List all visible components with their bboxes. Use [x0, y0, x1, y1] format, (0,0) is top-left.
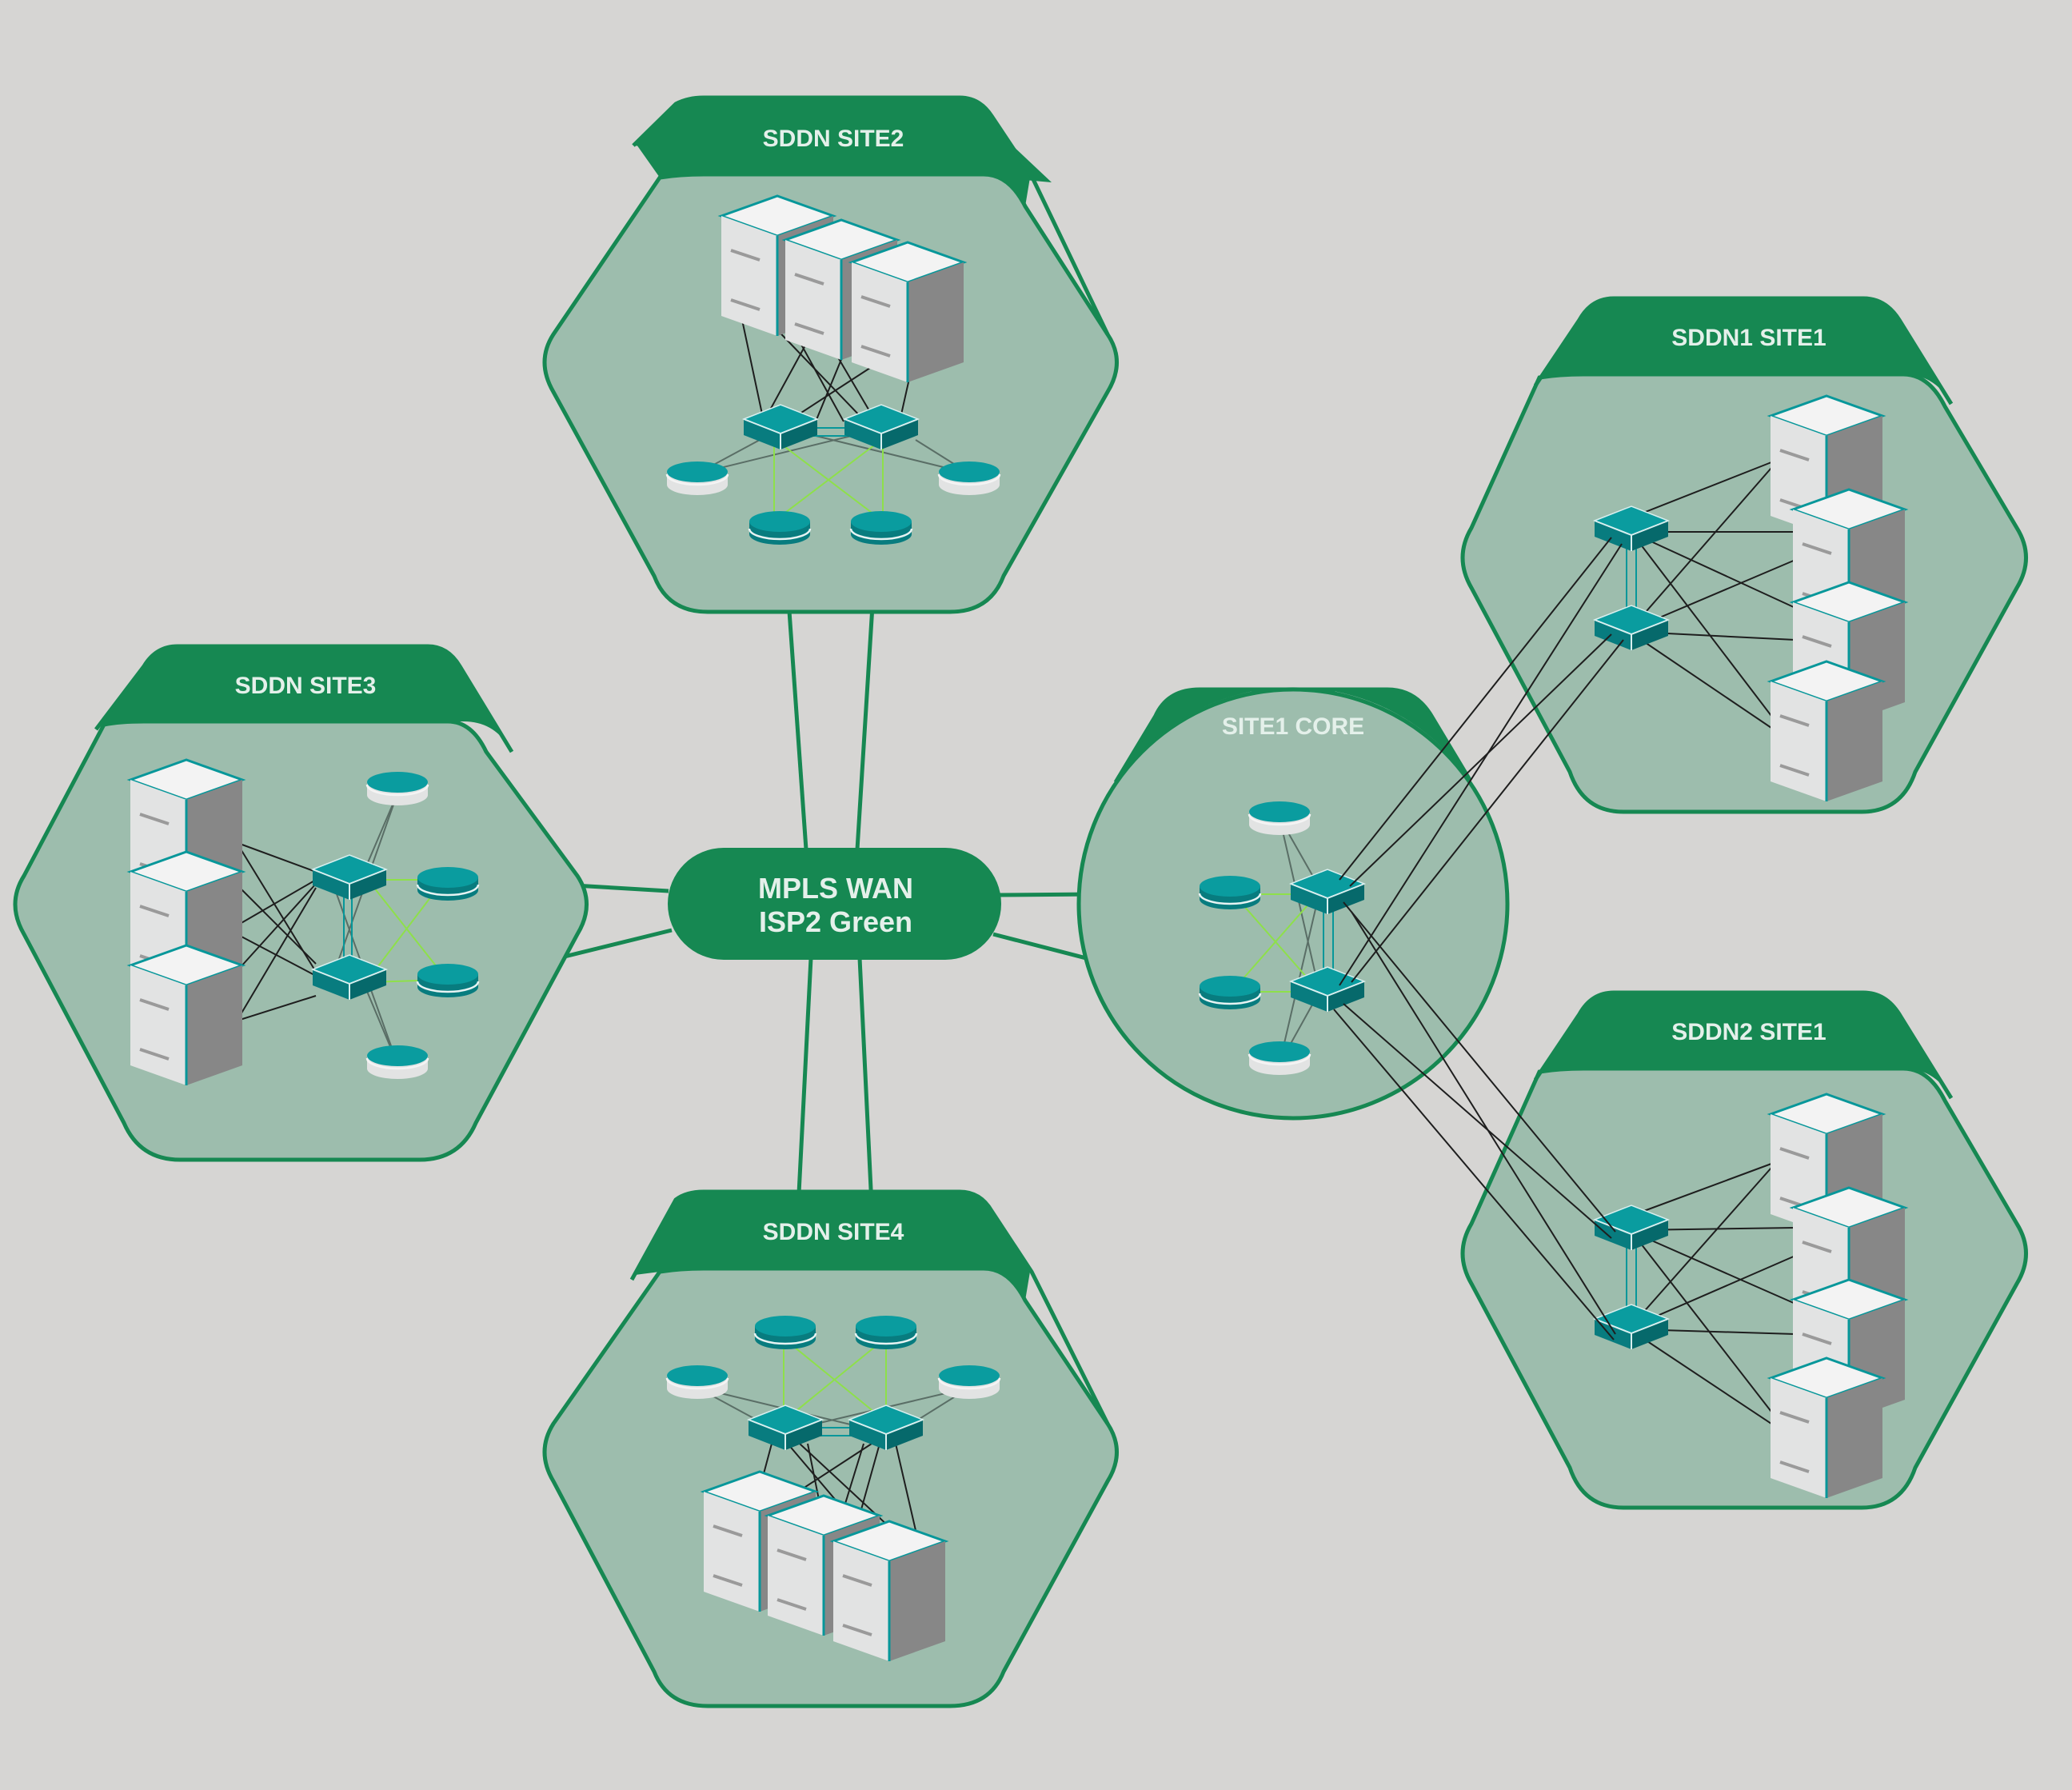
- site-site1-core: SITE1 CORE: [1076, 687, 1510, 1121]
- router-icon: [665, 460, 729, 497]
- server-icon: [1769, 660, 1884, 803]
- site-title: SITE1 CORE: [1222, 713, 1364, 740]
- router-icon: [1248, 1040, 1311, 1077]
- site-boundary: [542, 1266, 1119, 1708]
- hub-pill: [668, 848, 1001, 960]
- site-title: SDDN1 SITE1: [1671, 325, 1826, 351]
- site-sddn-site2: SDDN SITE2: [542, 95, 1119, 614]
- site-boundary: [1460, 372, 2028, 814]
- site-sddn-site4: SDDN SITE4: [542, 1189, 1119, 1708]
- router-icon: [753, 1314, 817, 1351]
- router-icon: [665, 1364, 729, 1400]
- router-icon: [1248, 800, 1311, 837]
- router-icon: [416, 962, 480, 999]
- site-title: SDDN SITE3: [235, 673, 377, 699]
- site-header-outline: [1113, 687, 1472, 784]
- hub-line2: ISP2 Green: [759, 905, 912, 938]
- router-icon: [365, 770, 429, 807]
- router-icon: [937, 460, 1001, 497]
- router-icon: [365, 1044, 429, 1081]
- core-uplinks: [1333, 537, 1624, 1341]
- site-header-outline: [1533, 990, 1954, 1100]
- server-icon: [129, 944, 244, 1087]
- site-boundary: [13, 719, 589, 1162]
- site-header-outline: [94, 644, 514, 753]
- server-icon: [850, 241, 965, 384]
- site-header-outline: [629, 1189, 1110, 1425]
- hub-line1: MPLS WAN: [758, 872, 913, 905]
- router-icon: [1198, 974, 1262, 1011]
- site-sddn1-site1: SDDN1 SITE1: [1460, 296, 2028, 814]
- router-icon: [1198, 874, 1262, 911]
- router-icon: [854, 1314, 918, 1351]
- router-icon: [849, 509, 913, 546]
- site-title: SDDN2 SITE1: [1671, 1019, 1826, 1045]
- site-boundary: [1460, 1066, 2028, 1510]
- mpls-wan-hub: MPLS WAN ISP2 Green: [668, 848, 1001, 960]
- site-links: [239, 843, 317, 1021]
- site-title: SDDN SITE2: [763, 126, 904, 152]
- server-icon: [832, 1520, 947, 1663]
- server-icon: [1769, 1356, 1884, 1500]
- site-sddn2-site1: SDDN2 SITE1: [1460, 990, 2028, 1510]
- router-icon: [748, 509, 812, 546]
- router-icon: [937, 1364, 1001, 1400]
- site-header-outline: [1533, 296, 1954, 406]
- router-icon: [416, 865, 480, 902]
- site-sddn-site3: SDDN SITE3: [13, 644, 589, 1162]
- site-title: SDDN SITE4: [763, 1219, 904, 1245]
